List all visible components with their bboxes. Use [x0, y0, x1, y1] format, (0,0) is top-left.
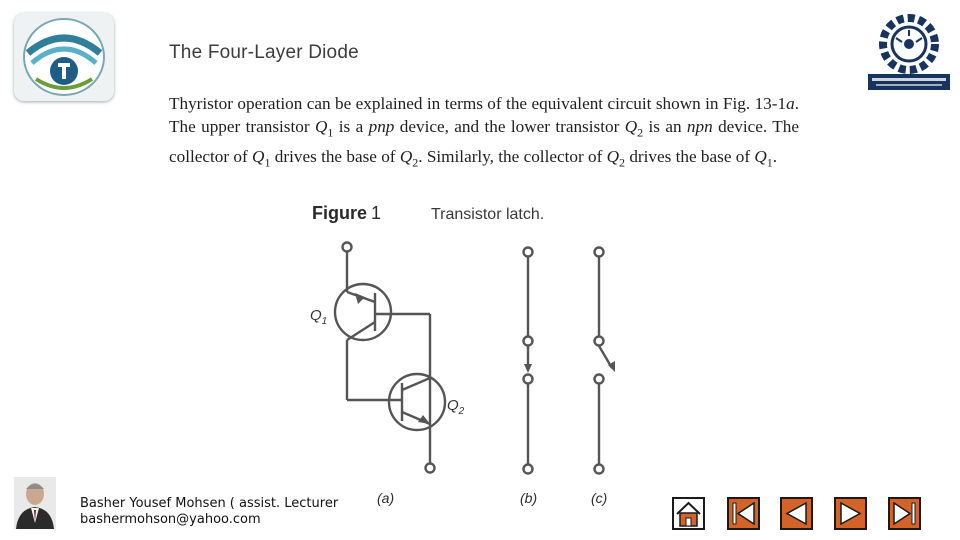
circuit-b — [522, 246, 534, 475]
author-name: Basher Yousef Mohsen ( assist. Lecturer — [80, 496, 339, 511]
figure-caption: Transistor latch. — [431, 206, 545, 223]
label-c: (c) — [591, 490, 608, 506]
first-slide-icon — [727, 497, 760, 530]
paragraph-run: drives the base of — [625, 146, 755, 166]
paragraph-run: Q — [252, 146, 265, 166]
paragraph-run: . Similarly, the collector of — [418, 146, 607, 166]
paragraph-run: device. The collector of — [169, 117, 800, 166]
author-photo — [14, 477, 56, 529]
paragraph-run: pnp — [368, 117, 395, 137]
terminal-bottom-a — [424, 462, 436, 474]
paragraph-run: device, and the lower transistor — [394, 117, 625, 137]
home-icon — [672, 497, 705, 530]
paragraph-run: is a — [333, 117, 369, 137]
switch-b-arrow — [524, 364, 532, 373]
paragraph-run: . The upper transistor — [169, 94, 799, 137]
circuit-a — [333, 241, 447, 474]
paragraph-run: Q — [624, 117, 638, 137]
paragraph-run: a — [786, 94, 795, 113]
paragraph-run: 2 — [412, 155, 419, 170]
paragraph-run: 1 — [327, 125, 334, 140]
q1-emitter-arrow — [355, 293, 365, 304]
college-logo — [866, 8, 952, 96]
circuit-c — [593, 246, 614, 475]
q2-label: Q2 — [447, 397, 465, 417]
figure-label-word: Figure — [312, 203, 368, 223]
transistor-latch-diagram: Q1 Q2 — [310, 241, 615, 475]
body-paragraph: Thyristor operation can be explained in … — [169, 92, 799, 174]
last-slide-icon — [888, 497, 921, 530]
label-a: (a) — [377, 490, 395, 506]
q1-transistor — [333, 282, 393, 342]
next-slide-button[interactable] — [834, 497, 867, 530]
figure-number: 1 — [371, 203, 382, 223]
university-logo — [14, 13, 114, 101]
first-slide-button[interactable] — [727, 497, 760, 530]
paragraph-run: . — [772, 146, 778, 166]
home-button[interactable] — [672, 497, 705, 530]
previous-slide-icon — [780, 497, 813, 530]
author-info: Basher Yousef Mohsen ( assist. Lecturer … — [80, 496, 338, 528]
label-b: (b) — [520, 490, 538, 506]
paragraph-run: npn — [686, 117, 713, 137]
paragraph-run: Thyristor operation can be explained in … — [169, 94, 787, 113]
paragraph-run: is an — [643, 117, 687, 137]
paragraph-run: 2 — [619, 155, 626, 170]
terminal-top-a — [341, 241, 353, 253]
q2-emitter-arrow — [418, 415, 430, 424]
paragraph-run: 2 — [637, 125, 644, 140]
switch-c-arrow — [608, 361, 615, 372]
author-email: bashermohson@yahoo.com — [80, 512, 261, 527]
paragraph-run: 1 — [264, 155, 271, 170]
paragraph-run: Q — [754, 146, 767, 166]
slide-title: The Four-Layer Diode — [169, 42, 359, 63]
last-slide-button[interactable] — [888, 497, 921, 530]
paragraph-run: drives the base of — [270, 146, 400, 166]
q2-transistor — [387, 372, 447, 432]
previous-slide-button[interactable] — [780, 497, 813, 530]
q1-label: Q1 — [310, 307, 327, 327]
paragraph-run: 1 — [766, 155, 773, 170]
paragraph-run: Q — [606, 146, 620, 166]
paragraph-run: Q — [399, 146, 413, 166]
paragraph-run: Q — [314, 117, 328, 137]
next-slide-icon — [834, 497, 867, 530]
